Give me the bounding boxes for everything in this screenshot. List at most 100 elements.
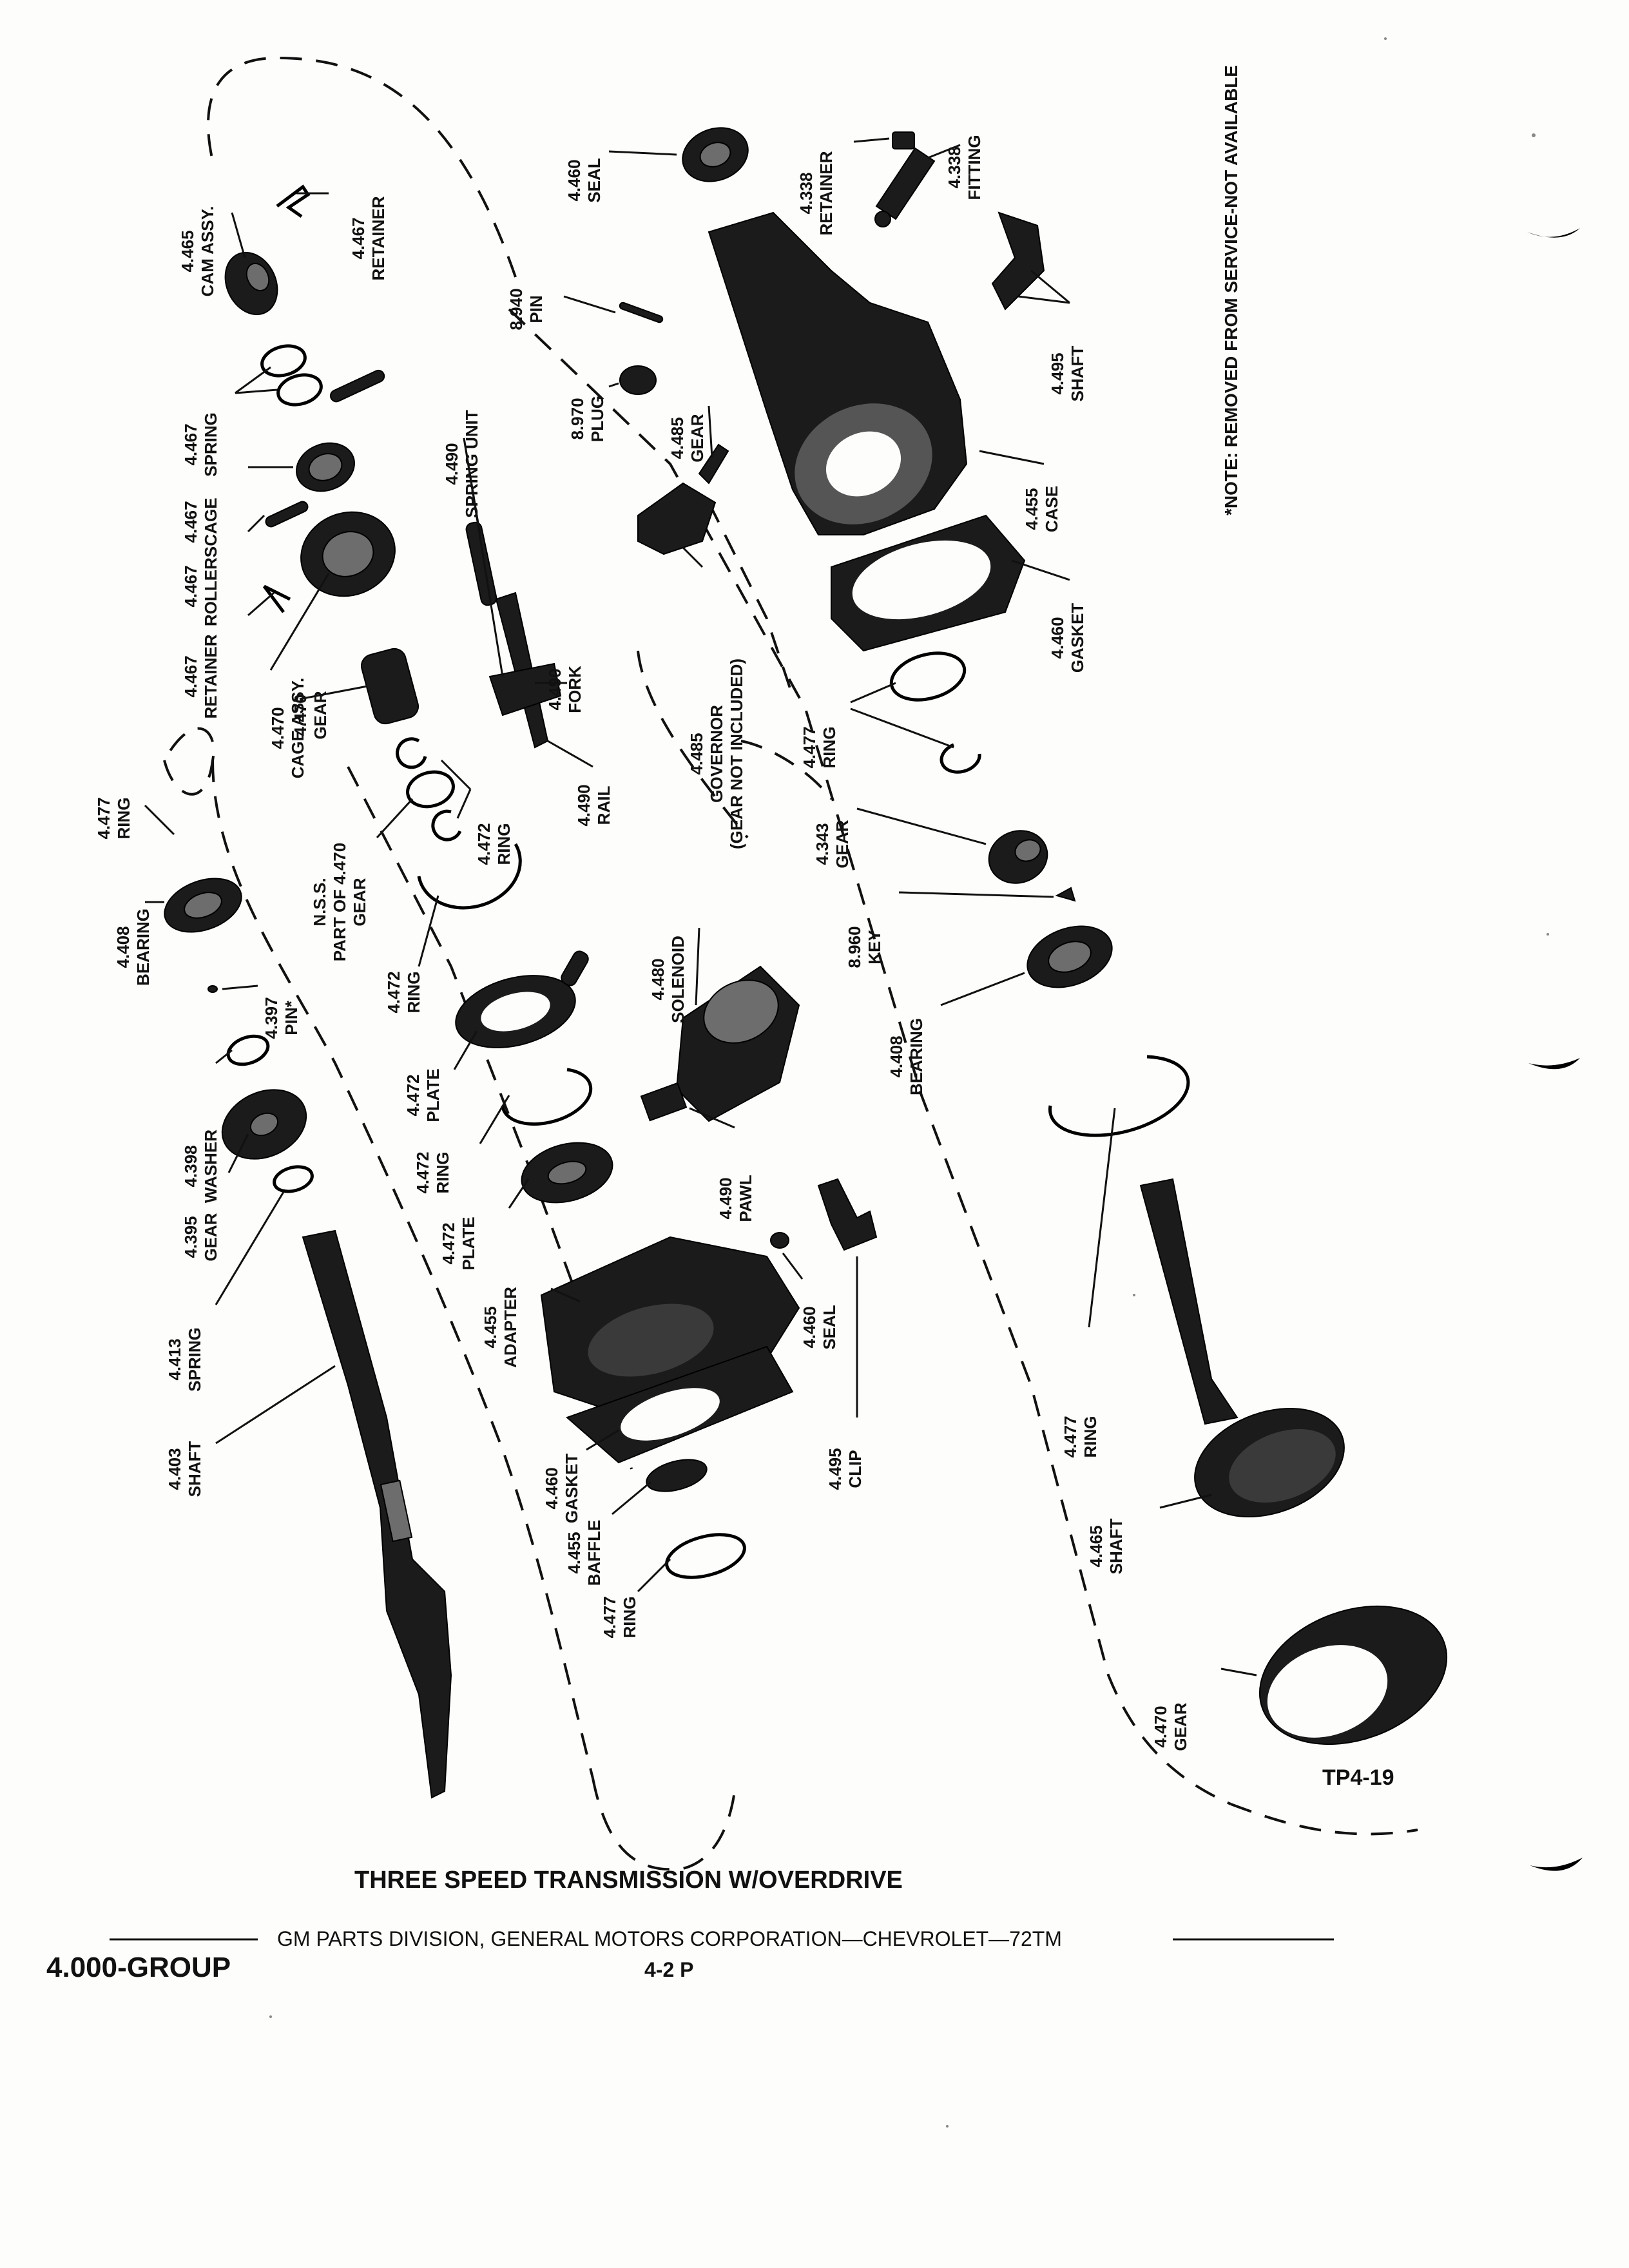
callout-c41: 4.455CASE (1022, 486, 1061, 532)
ball-bearing (1027, 925, 1113, 988)
snap-ring (889, 651, 967, 702)
snap-ring (396, 737, 427, 769)
callout-line: 4.480 (648, 958, 668, 1000)
callout-line: 4.472 (384, 971, 403, 1013)
callout-c35: 4.485GEAR (668, 414, 707, 462)
callout-labels: 4.465CAM ASSY.4.467RETAINER4.467SPRING4.… (94, 135, 1190, 1751)
callout-line: 4.485 (668, 417, 687, 459)
key (1055, 887, 1076, 902)
callout-line: KEY (865, 930, 884, 964)
callout-line: 4.408 (113, 926, 133, 968)
callout-line: 4.467 (181, 655, 200, 697)
callout-line: 8.970 (568, 398, 587, 439)
roller-cage (296, 442, 355, 492)
margin-mark (1527, 228, 1580, 238)
page-title: THREE SPEED TRANSMISSION W/OVERDRIVE (354, 1867, 903, 1894)
snap-ring (431, 809, 462, 841)
balk-plate (521, 1142, 613, 1204)
callout-line: 4.460 (564, 159, 584, 201)
ring-gear (1258, 1605, 1448, 1745)
callout-line: 4.477 (94, 797, 113, 839)
reaction-plate (455, 950, 589, 1048)
callout-line: FORK (565, 666, 584, 713)
callout-line: 4.465 (178, 230, 197, 272)
overdrive-case (708, 211, 968, 535)
callout-line: 4.338 (945, 146, 964, 188)
callout-c10: 4.472RING (474, 823, 514, 865)
callout-c22: 4.403SHAFT (165, 1441, 204, 1497)
callout-c24: 4.455BAFFLE (564, 1520, 604, 1586)
callout-c45: 8.960KEY (845, 926, 884, 968)
callout-line: 8.940 (506, 288, 526, 330)
callout-c37: 4.460SEAL (564, 158, 604, 202)
callout-line: 4.467 (181, 423, 200, 465)
large-snap-ring (1048, 1055, 1190, 1137)
scan-noise (269, 37, 1549, 2128)
callout-line: 4.477 (1061, 1416, 1080, 1457)
callout-line: PIN (526, 295, 546, 323)
callout-line: PLUG (588, 396, 607, 442)
callout-line: 4.490 (442, 443, 461, 485)
callout-line: 4.470 (1151, 1706, 1170, 1747)
callout-line: CAM ASSY. (198, 206, 217, 297)
page-number: 4-2 P (644, 1958, 693, 1981)
callout-c11: 4.477RING (94, 797, 133, 839)
callout-c15: 4.472PLATE (403, 1068, 443, 1122)
callout-c5: 4.467ROLLERS (181, 546, 220, 626)
margin-mark (1530, 1858, 1583, 1871)
callout-c4: 4.467CAGE (181, 497, 220, 546)
callout-c34: 8.970PLUG (568, 396, 607, 442)
retainer-clip (276, 184, 311, 218)
callout-line: BEARING (907, 1018, 926, 1095)
case-gasket (831, 514, 1026, 652)
cage-assembly (300, 511, 396, 597)
sun-gear (988, 830, 1048, 884)
callout-line: ROLLERS (201, 546, 220, 626)
callout-line: RING (404, 972, 423, 1014)
shift-shaft (991, 211, 1045, 311)
spring-ring (260, 344, 307, 378)
callout-line: RETAINER (369, 196, 388, 280)
callout-line: PIN* (282, 1000, 301, 1035)
callout-line: 4.455 (1022, 488, 1041, 530)
callout-line: ADAPTER (501, 1287, 520, 1368)
callout-c30: 4.490PAWL (716, 1175, 755, 1222)
main-shaft (302, 1229, 452, 1799)
cam-assembly (224, 251, 278, 316)
callout-line: SHAFT (1068, 346, 1087, 402)
callout-line: GEAR (688, 414, 707, 462)
callout-line: 8.960 (845, 926, 864, 968)
callout-c39: 4.338FITTING (945, 135, 984, 200)
callout-line: 4.398 (181, 1145, 200, 1187)
callout-line: 4.490 (574, 784, 593, 826)
sun-gear (361, 648, 419, 725)
callout-line: 4.397 (262, 997, 281, 1039)
callout-line: SOLENOID (668, 936, 688, 1023)
callout-line: (GEAR NOT INCLUDED) (727, 658, 746, 849)
retainer (892, 131, 915, 149)
callout-line: PART OF 4.470 (330, 843, 349, 961)
callout-line: 4.477 (600, 1596, 619, 1638)
callout-c12: 4.408BEARING (113, 908, 153, 986)
callout-line: SEAL (584, 158, 604, 202)
callout-c25: 4.477RING (600, 1596, 639, 1638)
callout-line: RING (1081, 1416, 1100, 1458)
callout-c49: 4.470GEAR (1151, 1702, 1190, 1751)
callout-line: CASE (1042, 486, 1061, 532)
callout-line: CLIP (845, 1450, 865, 1488)
callout-line: SEAL (820, 1305, 839, 1349)
figure-id: TP4-19 (1322, 1765, 1394, 1790)
callout-line: BEARING (133, 908, 153, 986)
callout-c9: N.S.S.PART OF 4.470GEAR (310, 843, 369, 961)
callout-c19: 4.472PLATE (439, 1216, 478, 1270)
callout-c42: 4.460GASKET (1048, 603, 1087, 673)
callout-c16: 4.398WASHER (181, 1129, 220, 1203)
callout-line: RETAINER (201, 634, 220, 718)
callout-line: SHAFT (185, 1441, 204, 1497)
callout-line: 4.472 (439, 1222, 458, 1264)
callout-c14: 4.472RING (384, 971, 423, 1013)
callout-line: 4.490 (716, 1177, 735, 1219)
plug (619, 365, 657, 395)
callout-c18: 4.395GEAR (181, 1213, 220, 1261)
